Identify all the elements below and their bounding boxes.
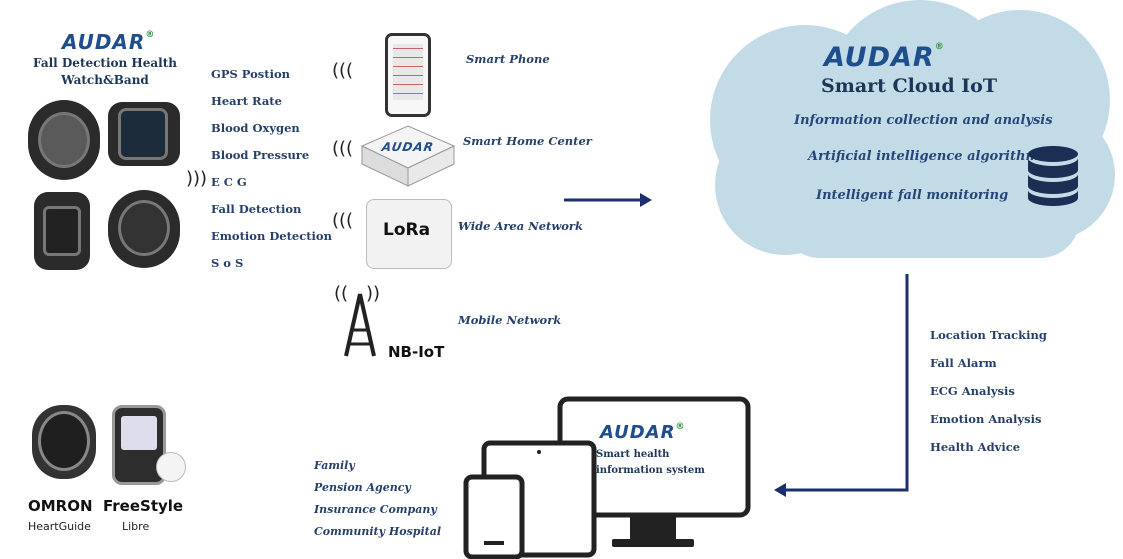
channel-phone-label: Smart Phone (466, 52, 550, 66)
cloud-line: Artificial intelligence algorithm (808, 149, 1040, 164)
registered-icon: ® (675, 422, 686, 432)
home-center-logo: AUDAR (380, 140, 436, 154)
tower-signal-left-icon: (( (334, 283, 349, 304)
nbiot-label: NB-IoT (388, 343, 445, 361)
service-list: Location Tracking Fall Alarm ECG Analysi… (930, 328, 1047, 468)
watch-image-1 (28, 100, 100, 180)
registered-icon: ® (145, 30, 156, 40)
tower-signal-right-icon: )) (366, 283, 381, 304)
header-logo-text: AUDAR (62, 30, 146, 54)
feature-item: E C G (211, 175, 247, 189)
channel-mobile-label: Mobile Network (458, 313, 562, 327)
cloud-shape (710, 0, 1115, 258)
cloud-line: Information collection and analysis (794, 113, 1053, 128)
feature-item: Blood Oxygen (211, 121, 300, 135)
smartphone-icon (385, 33, 431, 117)
cloud-logo-text: AUDAR (824, 42, 935, 73)
cell-tower-icon (344, 293, 376, 357)
service-item: Fall Alarm (930, 356, 997, 370)
system-logo-text: AUDAR (600, 422, 676, 443)
arrow-to-cloud (564, 193, 652, 207)
product-title-line1: Fall Detection Health (32, 56, 178, 70)
product-title-line2: Watch&Band (61, 73, 149, 87)
user-item: Community Hospital (314, 525, 442, 538)
omron-watch-image (32, 405, 96, 479)
product-title: Fall Detection Health Watch&Band (30, 55, 180, 89)
user-item: Family (314, 459, 355, 472)
lora-gateway-icon: LoRa (366, 199, 452, 269)
system-logo: AUDAR® (600, 422, 685, 443)
registered-icon: ® (934, 42, 945, 52)
user-item: Insurance Company (314, 503, 437, 516)
service-item: Location Tracking (930, 328, 1047, 342)
service-item: Health Advice (930, 440, 1021, 454)
feature-item: Emotion Detection (211, 229, 332, 243)
cloud-line: Intelligent fall monitoring (816, 188, 1009, 203)
user-list: Family Pension Agency Insurance Company … (314, 459, 441, 547)
user-item: Pension Agency (314, 481, 411, 494)
channel-home-center-label: Smart Home Center (463, 134, 592, 148)
watch-image-3 (34, 192, 90, 270)
home-center-icon (360, 125, 456, 187)
channel-wan-label: Wide Area Network (458, 219, 583, 233)
lora-signal-icon: ((( (332, 210, 354, 231)
system-title-line2: information system (596, 465, 705, 476)
system-title: Smart health information system (596, 447, 705, 479)
home-signal-icon: ((( (332, 138, 354, 159)
watch-image-4 (108, 190, 180, 268)
header-logo: AUDAR® (62, 30, 155, 54)
partner-product: HeartGuide (28, 520, 91, 533)
system-title-line1: Smart health (596, 449, 670, 460)
database-icon (1028, 146, 1078, 206)
cloud-title: Smart Cloud IoT (821, 75, 997, 97)
watch-image-2 (108, 102, 180, 166)
cloud-logo: AUDAR® (824, 42, 945, 73)
partner-product: Libre (122, 520, 150, 533)
partner-brand: OMRON (28, 497, 93, 515)
freestyle-sensor-image (156, 452, 186, 482)
feature-item: Blood Pressure (211, 148, 310, 162)
lora-label: LoRa (383, 220, 431, 240)
devices-illustration (463, 396, 751, 559)
service-item: Emotion Analysis (930, 412, 1042, 426)
phone-signal-icon: ((( (332, 60, 354, 81)
service-item: ECG Analysis (930, 384, 1015, 398)
feature-item: Fall Detection (211, 202, 302, 216)
feature-item: S o S (211, 256, 244, 270)
feature-list: GPS Postion Heart Rate Blood Oxygen Bloo… (211, 67, 332, 283)
partner-brand: FreeStyle (103, 497, 184, 515)
arrow-to-system (774, 274, 909, 497)
feature-item: Heart Rate (211, 94, 282, 108)
watch-signal-icon: ))) (186, 168, 208, 189)
feature-item: GPS Postion (211, 67, 290, 81)
